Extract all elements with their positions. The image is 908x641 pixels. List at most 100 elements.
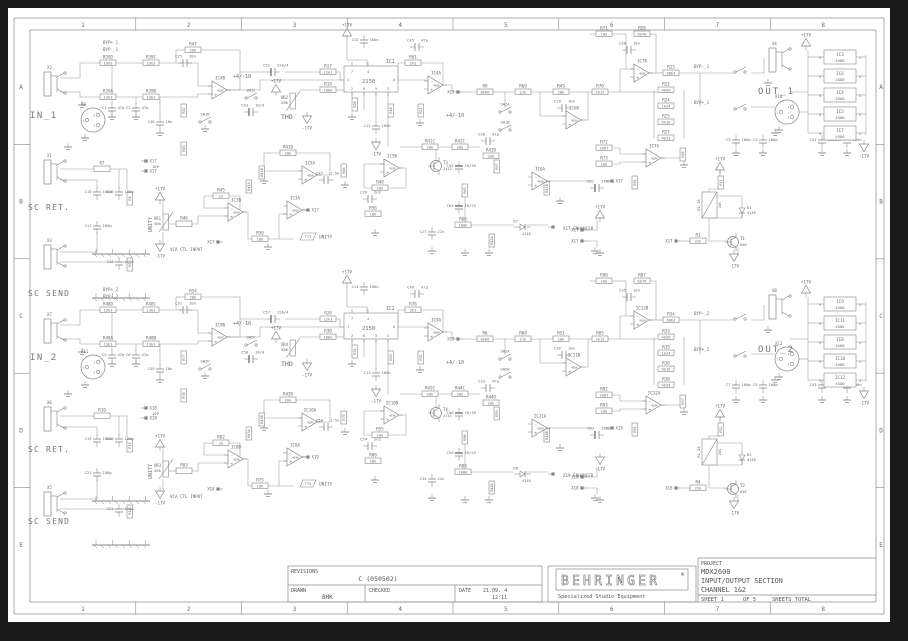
resistor-value: 20k [190, 295, 197, 299]
xlr-connector-X10 [790, 105, 794, 109]
opamp-plus: + [290, 460, 293, 465]
capacitor-value: 10n [166, 366, 173, 371]
wire [346, 287, 368, 313]
resistor-R79 [340, 410, 347, 425]
resistor-R80 [364, 457, 382, 464]
capacitor-label: C26 [360, 190, 368, 195]
opamp-part: 4580 [389, 414, 396, 418]
opamp-minus: - [569, 362, 572, 367]
wire [60, 179, 98, 188]
ground-bar [107, 297, 112, 302]
ground-bar [93, 544, 98, 549]
grid-col-label: 8 [821, 606, 825, 613]
resistor-label: R69 [519, 84, 527, 89]
opamp-label: IC5A [305, 161, 316, 166]
resistor-label: R77 [182, 354, 186, 360]
wire [296, 152, 331, 176]
ground-bar [135, 500, 140, 505]
wire [60, 338, 100, 345]
jack-connector-X5 [63, 491, 67, 495]
wire [751, 58, 765, 74]
driver-ic-IC7 [823, 125, 857, 141]
resistor-R29 [387, 350, 394, 365]
resistor-label: R6 [482, 331, 488, 336]
opamp-minus: - [637, 315, 640, 320]
ic-pin: 4 [859, 94, 861, 98]
jack-connector-X3 [43, 244, 52, 270]
resistor-value: 21k [520, 90, 527, 94]
switch-SW1C [246, 92, 258, 99]
opamp-plus: + [305, 178, 308, 183]
wire [650, 280, 657, 320]
capacitor-value: 100p [103, 436, 113, 441]
opamp-plus: + [649, 161, 652, 166]
capacitor-label: C20 [107, 436, 115, 441]
capacitor-value: 47p [142, 105, 150, 110]
resistor-R33 [657, 333, 675, 340]
resistor-R87 [633, 277, 651, 284]
capacitor-value: 22n [438, 476, 445, 481]
grid-col-label: 7 [716, 22, 720, 29]
switch-bypass [743, 354, 747, 358]
wire [586, 487, 598, 494]
ic-pin: 4 [859, 322, 861, 326]
capacitor-value: 47p [118, 105, 126, 110]
jack-connector-X1 [63, 179, 67, 183]
resistor-label: R4 [695, 480, 701, 485]
opamp-minus: - [535, 176, 538, 181]
resistor-value: 20k [190, 48, 197, 52]
opamp-IC3A [286, 200, 303, 220]
trimmer-arrow [285, 337, 301, 359]
opamp-plus: + [569, 370, 572, 375]
capacitor-label: C56 [447, 410, 455, 415]
resistor-R85 [591, 335, 609, 342]
xlr-pin: 1 [776, 111, 778, 115]
brand-subtitle: Specialized Studio Equipment [558, 594, 645, 600]
resistor-R76 [404, 306, 422, 313]
switch-SW1B [508, 128, 512, 132]
resistor-value: 13k3 [147, 95, 156, 99]
power-flag--17V: -17V [371, 399, 382, 404]
jack-designator: X5 [47, 485, 52, 490]
opamp-part: 4580 [292, 456, 299, 460]
resistor-R86 [461, 430, 468, 445]
pin-label: X17 [447, 90, 455, 95]
resistor-label: R87 [638, 273, 646, 278]
capacitor-label: C16 [107, 189, 115, 194]
project-channel: CHANNEL 1&2 [701, 586, 746, 594]
annotation: BYP+_1 [103, 40, 119, 45]
resistor-label: R43A [247, 428, 251, 437]
opamp-plus: + [637, 76, 640, 81]
resistor-label: R58 [638, 26, 646, 31]
jack-designator: X4 [772, 41, 777, 46]
opamp-minus: - [305, 170, 308, 175]
wire [751, 305, 765, 321]
switch-SW2C [246, 339, 258, 346]
resistor-R48A [99, 340, 117, 347]
transistor-T4 [433, 414, 440, 419]
resistor-label: R71 [600, 26, 608, 31]
jack-connector-X2 [43, 71, 52, 97]
resistor-R4 [689, 484, 707, 491]
resistor-R39C [142, 59, 160, 66]
driver-ic-part: 4580 [835, 362, 845, 367]
trimmer-value: 50K [281, 347, 289, 352]
jack-connector-X2 [56, 72, 65, 78]
annotation: X17 ENHANCER [563, 226, 594, 231]
pin-X18 [580, 486, 584, 490]
resistor-value: 1k [219, 441, 224, 445]
resistor-value: 20k [285, 398, 292, 402]
capacitor-label: C15 [85, 189, 92, 194]
capacitor-value: 10n [166, 119, 173, 124]
pin-X19 [306, 455, 310, 459]
relay-value: 24V [718, 201, 722, 208]
ground-bar [100, 253, 105, 258]
resistor-R35 [657, 349, 675, 356]
section-label: IN_1 [30, 111, 58, 121]
resistor-R50 [251, 235, 269, 242]
jack-connector-X4 [768, 47, 777, 73]
capacitor-value: 47p [492, 379, 500, 384]
capacitor-label: C48 [407, 285, 415, 290]
resistor-R66 [454, 221, 472, 228]
